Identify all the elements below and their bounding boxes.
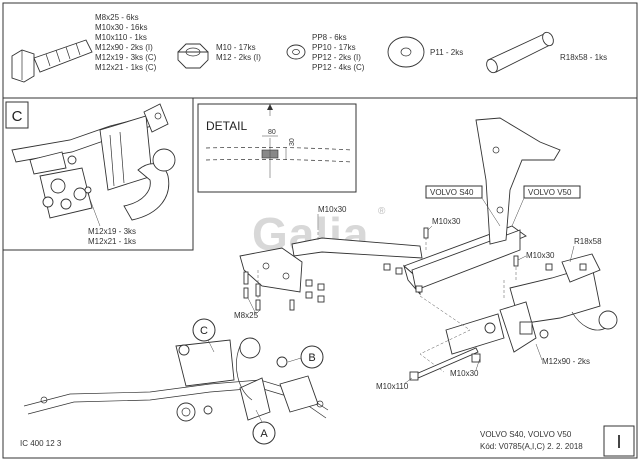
nut-spec: M12 - 2ks (I): [216, 53, 261, 62]
drawing-code: Kód: V0785(A,I,C) 2. 2. 2018: [480, 442, 583, 451]
view-c-frame: [2, 97, 194, 251]
volvo-v50-box: [523, 185, 581, 199]
label-volvo-s40: VOLVO S40: [430, 188, 474, 197]
spacer-tube-icon: [486, 31, 554, 74]
washer-spec: PP8 - 6ks: [312, 33, 347, 42]
bolt-spec: M12x21 - 1ks (C): [95, 63, 157, 72]
callout-b-letter: B: [308, 352, 315, 364]
view-c-letter: C: [12, 108, 23, 125]
registered-mark: ®: [378, 206, 386, 217]
detail-frame: [197, 103, 357, 193]
bolt-stack-left: [243, 271, 325, 311]
washer-spec: PP10 - 17ks: [312, 43, 356, 52]
detail-title: DETAIL: [206, 119, 247, 133]
vehicle-mounting-view: [23, 337, 329, 422]
drawing-id: IC 400 12 3: [20, 439, 62, 448]
nut-spec: M10 - 17ks: [216, 43, 256, 52]
sheet-number: I: [616, 432, 621, 452]
label-m10x30-mid: M10x30: [526, 251, 555, 260]
label-m10x30-bottom: M10x30: [450, 369, 479, 378]
callout-a: [252, 409, 276, 445]
nut-icon: [177, 43, 209, 69]
view-c-callout-m12x21: M12x21 - 1ks: [88, 237, 136, 246]
bolt-spec: M10x30 - 16ks: [95, 23, 147, 32]
label-m10x30-right: M10x30: [432, 217, 461, 226]
detail-dim-width: 80: [268, 129, 276, 136]
bolt-spec: M10x110 - 1ks: [95, 33, 147, 42]
label-r18x58: R18x58: [574, 237, 602, 246]
callout-b: [287, 345, 324, 369]
label-m8x25: M8x25: [234, 311, 259, 320]
volvo-s40-box: [425, 185, 483, 199]
large-washer-spec: P11 - 2ks: [430, 48, 463, 57]
large-washer-icon: [387, 36, 425, 68]
detail-dim-height: 30: [289, 138, 296, 146]
long-bolt: [409, 347, 481, 381]
detail-rail-section: [205, 104, 353, 178]
callout-c: [192, 318, 216, 353]
washer-icon: [286, 44, 306, 60]
label-m10x110: M10x110: [376, 382, 409, 391]
label-m10x30-top: M10x30: [318, 205, 347, 214]
label-volvo-v50: VOLVO V50: [528, 188, 572, 197]
view-c-label-box: [5, 101, 29, 129]
bolt-stack-right: [383, 227, 587, 293]
crossbar-assembly: [239, 117, 618, 355]
callout-a-letter: A: [260, 428, 268, 440]
washer-spec: PP12 - 2ks (I): [312, 53, 361, 62]
parts-strip-frame: [2, 2, 638, 99]
spacer-spec: R18x58 - 1ks: [560, 53, 607, 62]
view-c-callout-m12x19: M12x19 - 3ks: [88, 227, 136, 236]
callout-c-letter: C: [200, 325, 208, 337]
bolts-list: M8x25 - 6ks M10x30 - 16ks M10x110 - 1ks …: [95, 13, 157, 72]
bolt-spec: M8x25 - 6ks: [95, 13, 139, 22]
bolt-icon: [11, 39, 93, 83]
view-c-hitch-assembly: [11, 103, 176, 227]
bolt-spec: M12x90 - 2ks (I): [95, 43, 153, 52]
washer-spec: PP12 - 4ks (C): [312, 63, 365, 72]
label-m12x90: M12x90 - 2ks: [542, 357, 590, 366]
vehicle-model: VOLVO S40, VOLVO V50: [480, 430, 572, 439]
sheet-number-box: [603, 425, 635, 457]
bolt-spec: M12x19 - 3ks (C): [95, 53, 157, 62]
